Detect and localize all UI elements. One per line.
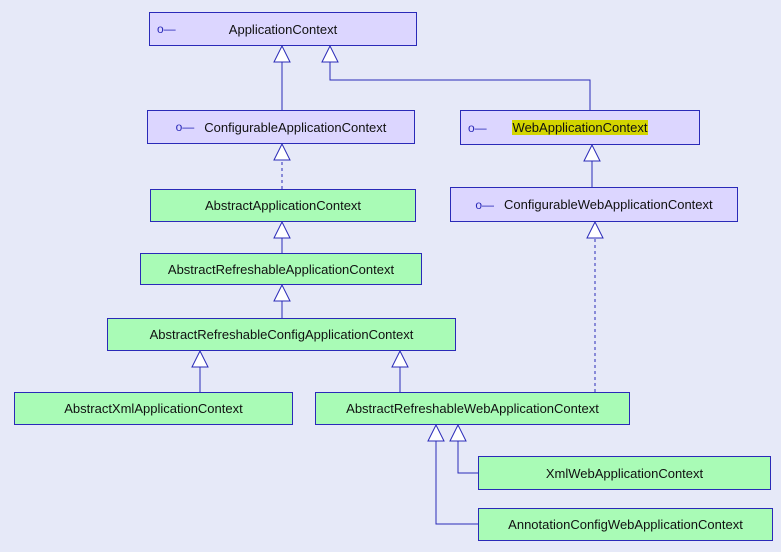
arrowhead-configweb-to-webctx (583, 143, 601, 162)
node-annotation-config-web-application-context[interactable]: AnnotationConfigWebApplicationContext (478, 508, 773, 541)
node-label: AbstractApplicationContext (204, 198, 362, 213)
arrowhead-webctx-to-appctx (321, 44, 339, 63)
interface-lollipop-icon: o— (157, 22, 176, 36)
node-label: AbstractRefreshableApplicationContext (167, 261, 395, 277)
arrowhead-refconfig-to-refreshable (273, 283, 291, 302)
node-abstract-xml-application-context[interactable]: AbstractXmlApplicationContext (14, 392, 293, 425)
edge-webctx-to-appctx (329, 62, 591, 110)
arrowhead-refweb-to-configweb (586, 220, 604, 239)
interface-lollipop-icon: o— (475, 197, 495, 212)
node-label: ApplicationContext (228, 21, 338, 37)
arrowhead-xmlweb-to-refweb (449, 423, 467, 442)
interface-lollipop-icon: o— (175, 120, 195, 134)
node-abstract-refreshable-web-application-context[interactable]: AbstractRefreshableWebApplicationContext (315, 392, 630, 425)
node-label: XmlWebApplicationContext (545, 465, 704, 481)
node-label: AbstractRefreshableConfigApplicationCont… (149, 327, 414, 342)
node-abstract-refreshable-config-application-context[interactable]: AbstractRefreshableConfigApplicationCont… (107, 318, 456, 351)
arrowhead-annotationweb-to-refweb (427, 423, 445, 442)
arrowhead-refreshable-to-abstract (273, 220, 291, 239)
edge-annotationweb-to-refweb (435, 441, 478, 525)
node-xml-web-application-context[interactable]: XmlWebApplicationContext (478, 456, 771, 490)
node-label: AbstractXmlApplicationContext (64, 401, 243, 416)
arrowhead-refweb-to-refconfig (391, 349, 409, 368)
arrowhead-abstract-to-configurable (273, 142, 291, 161)
node-abstract-refreshable-application-context[interactable]: AbstractRefreshableApplicationContext (140, 253, 422, 285)
node-label: ConfigurableApplicationContext (204, 119, 387, 135)
arrowhead-configurable-to-appctx (273, 44, 291, 63)
node-label: AbstractRefreshableWebApplicationContext (346, 401, 599, 416)
edge-xmlweb-to-refweb (457, 441, 478, 474)
node-label: AnnotationConfigWebApplicationContext (508, 517, 743, 532)
node-application-context[interactable]: o— ApplicationContext (149, 12, 417, 46)
node-configurable-web-application-context[interactable]: o— ConfigurableWebApplicationContext (450, 187, 738, 222)
node-configurable-application-context[interactable]: o— ConfigurableApplicationContext (147, 110, 415, 144)
interface-lollipop-icon: o— (468, 120, 487, 135)
node-label-highlighted: WebApplicationContext (511, 120, 649, 135)
node-abstract-application-context[interactable]: AbstractApplicationContext (150, 189, 416, 222)
arrowhead-xml-to-refconfig (191, 349, 209, 368)
node-label: ConfigurableWebApplicationContext (504, 197, 713, 212)
node-web-application-context[interactable]: o— WebApplicationContext (460, 110, 700, 145)
